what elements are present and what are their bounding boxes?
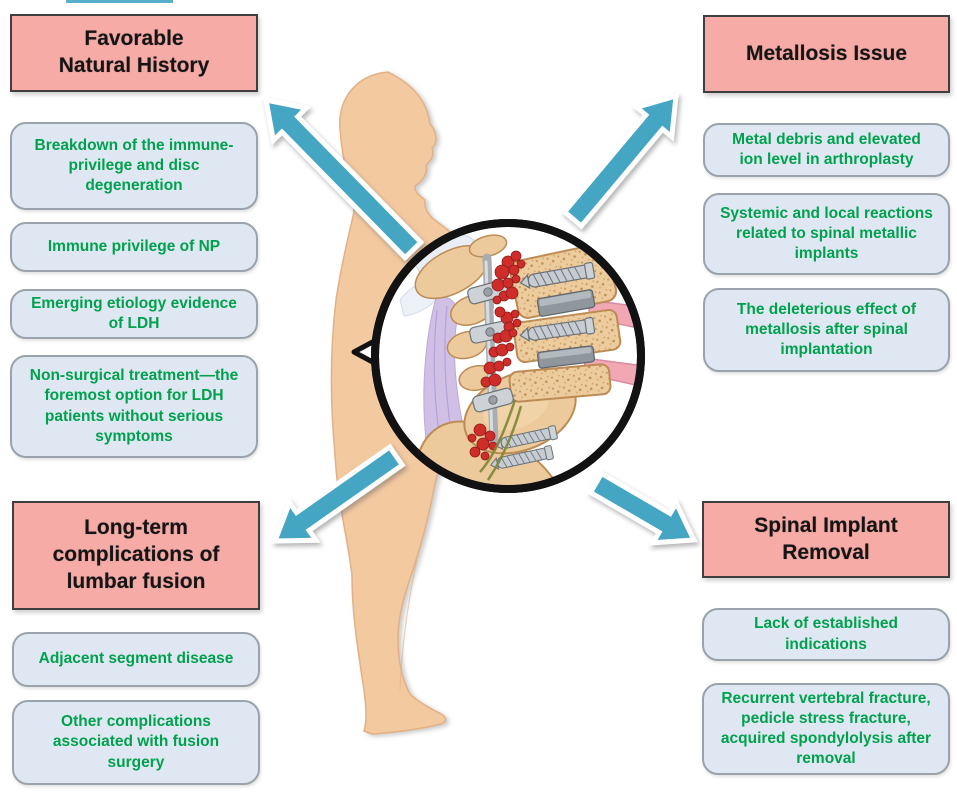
item-text: Metal debris and elevated ion level in a… [732,130,921,168]
arrow-bottom-right [587,470,698,546]
list-item: Metal debris and elevated ion level in a… [703,123,950,177]
list-item: Systemic and local reactions related to … [703,193,950,275]
header-long-term-complications: Long-term complications of lumbar fusion [12,501,260,610]
item-text: Lack of established indications [754,615,898,653]
item-text: The deleterious effect of metallosis aft… [736,300,917,359]
header-title: Metallosis Issue [745,41,908,65]
arrow-top-left [262,96,425,262]
cropped-top-strip [66,0,173,3]
item-text: Systemic and local reactions related to … [720,204,933,263]
item-text: Other complications associated with fusi… [52,713,220,771]
item-text: Adjacent segment disease [38,650,234,668]
list-item: Breakdown of the immune- privilege and d… [10,122,258,210]
header-spinal-implant-removal: Spinal Implant Removal [702,501,950,578]
list-item: Emerging etiology evidence of LDH [10,289,258,339]
list-item: Immune privilege of NP [10,222,258,272]
header-title: Long-term complications of lumbar fusion [52,516,220,593]
item-text: Recurrent vertebral fracture, pedicle st… [720,689,932,768]
item-text: Immune privilege of NP [47,237,221,255]
list-item: The deleterious effect of metallosis aft… [703,288,950,372]
header-favorable-natural-history: Favorable Natural History [10,14,258,92]
arrow-bottom-left [271,443,406,544]
item-text: Breakdown of the immune- privilege and d… [34,136,234,195]
list-item: Other complications associated with fusi… [12,700,260,785]
header-metallosis-issue: Metallosis Issue [703,15,950,93]
list-item: Recurrent vertebral fracture, pedicle st… [702,683,950,775]
header-title: Spinal Implant Removal [754,513,898,564]
inset-circle-border [371,219,645,493]
item-text: Non-surgical treatment—the foremost opti… [29,367,239,445]
metallosis-debris [467,250,526,461]
list-item: Non-surgical treatment—the foremost opti… [10,355,258,458]
item-text: Emerging etiology evidence of LDH [31,294,237,332]
header-title: Favorable Natural History [58,27,210,77]
spine-implant-illustration [399,233,637,485]
list-item: Lack of established indications [702,608,950,661]
list-item: Adjacent segment disease [12,632,260,687]
leg-contour-line [399,544,421,691]
arrow-top-right [561,92,679,230]
